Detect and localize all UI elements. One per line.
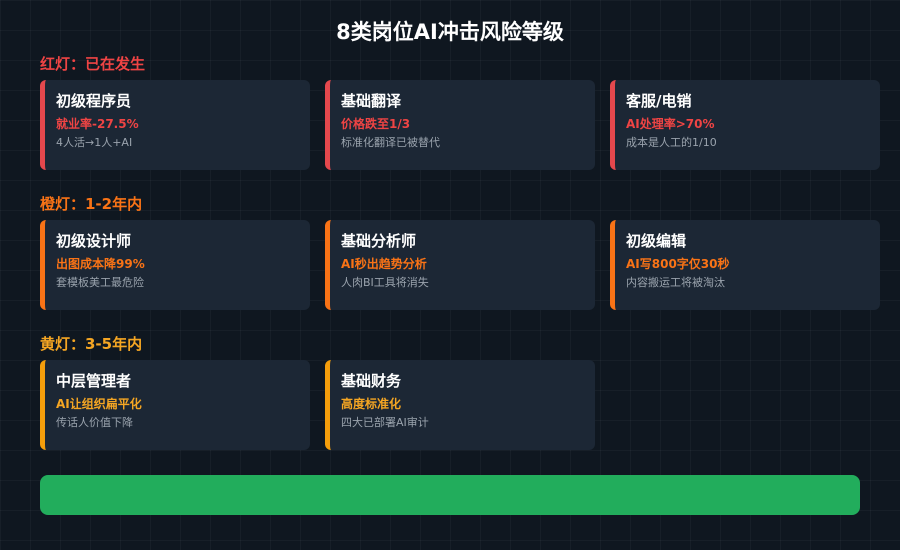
card-note: 内容搬运工将被淘汰 — [626, 276, 725, 289]
card-junior-designer: 初级设计师 出图成本降99% 套模板美工最危险 — [40, 220, 310, 310]
card-note: 传话人价值下降 — [56, 416, 133, 429]
section-label-orange: 橙灯：1-2年内 — [40, 195, 143, 213]
card-title: 初级设计师 — [56, 232, 132, 250]
card-metric: AI秒出趋势分析 — [341, 257, 427, 271]
card-basic-translation: 基础翻译 价格跌至1/3 标准化翻译已被替代 — [325, 80, 595, 170]
card-metric: 就业率-27.5% — [56, 117, 139, 131]
card-junior-programmer: 初级程序员 就业率-27.5% 4人活→1人+AI — [40, 80, 310, 170]
card-title: 基础财务 — [341, 372, 402, 390]
card-customer-service: 客服/电销 AI处理率>70% 成本是人工的1/10 — [610, 80, 880, 170]
card-basic-finance: 基础财务 高度标准化 四大已部署AI审计 — [325, 360, 595, 450]
section-label-yellow: 黄灯：3-5年内 — [40, 335, 143, 353]
card-metric: 出图成本降99% — [56, 257, 145, 271]
card-title: 中层管理者 — [56, 372, 132, 390]
card-metric: 价格跌至1/3 — [341, 117, 411, 131]
card-note: 4人活→1人+AI — [56, 136, 133, 149]
card-note: 人肉BI工具将消失 — [341, 276, 429, 289]
card-note: 成本是人工的1/10 — [626, 136, 717, 149]
card-title: 基础翻译 — [341, 92, 402, 110]
card-basic-analyst: 基础分析师 AI秒出趋势分析 人肉BI工具将消失 — [325, 220, 595, 310]
card-junior-editor: 初级编辑 AI写800字仅30秒 内容搬运工将被淘汰 — [610, 220, 880, 310]
card-title: 初级程序员 — [56, 92, 132, 110]
card-note: 标准化翻译已被替代 — [341, 136, 440, 149]
card-title: 基础分析师 — [341, 232, 417, 250]
card-metric: AI让组织扁平化 — [56, 397, 142, 411]
card-metric: 高度标准化 — [341, 397, 402, 411]
page-title: 8类岗位AI冲击风险等级 — [336, 20, 564, 44]
card-metric: AI写800字仅30秒 — [626, 257, 730, 271]
section-label-red: 红灯：已在发生 — [40, 55, 146, 73]
green-banner-bar — [40, 475, 860, 515]
card-note: 四大已部署AI审计 — [341, 416, 429, 429]
card-metric: AI处理率>70% — [626, 117, 715, 131]
card-note: 套模板美工最危险 — [56, 276, 144, 289]
card-title: 初级编辑 — [626, 232, 687, 250]
card-title: 客服/电销 — [626, 92, 692, 110]
card-middle-manager: 中层管理者 AI让组织扁平化 传话人价值下降 — [40, 360, 310, 450]
